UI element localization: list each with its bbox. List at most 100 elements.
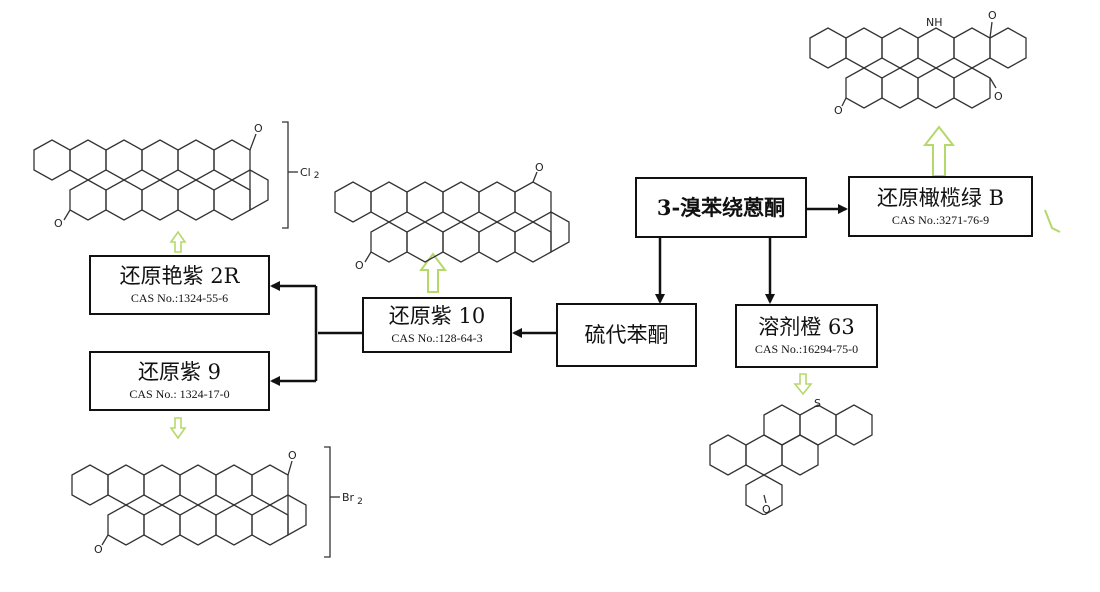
oxygen-label: O xyxy=(994,90,1003,103)
node-name: 硫代苯酮 xyxy=(584,323,669,347)
oxygen-label: O xyxy=(988,9,997,22)
ring-bond xyxy=(917,27,955,69)
ring-bond xyxy=(177,179,215,221)
hollow-arrow-olive-up xyxy=(922,125,956,177)
ring-bond xyxy=(251,464,289,506)
node-cas: CAS No.:1324-55-6 xyxy=(130,291,229,305)
node-cas: CAS No.:16294-75-0 xyxy=(754,342,859,356)
ring-bond xyxy=(781,434,819,476)
oxygen-label: O xyxy=(535,162,544,174)
ring-bond xyxy=(514,221,552,263)
ring-bond xyxy=(478,221,516,263)
hollow-arrow-2r-up xyxy=(169,230,187,253)
structure-olive-green-b: NH O O O xyxy=(809,9,1027,117)
ring-bond xyxy=(763,404,801,446)
node-vat-violet-9: 还原紫 9 CAS No.: 1324-17-0 xyxy=(89,351,270,411)
ring-bond xyxy=(215,464,253,506)
node-bromobenzanthrone: 3-溴苯绕蒽酮 xyxy=(635,177,807,238)
node-name: 还原艳紫 2R xyxy=(119,264,240,288)
node-name: 3-溴苯绕蒽酮 xyxy=(656,194,786,220)
node-name: 还原紫 9 xyxy=(137,360,222,384)
ring-bond xyxy=(287,493,307,537)
ring-bond xyxy=(107,504,145,546)
structure-orange-63: S O xyxy=(709,397,873,515)
ring-bond xyxy=(953,27,991,69)
bracket xyxy=(324,446,331,558)
ring-bond xyxy=(478,181,516,223)
node-cas: CAS No.:128-64-3 xyxy=(391,331,483,345)
decor-mark-right xyxy=(1044,209,1061,233)
ring-bond xyxy=(845,27,883,69)
carbonyl-bond xyxy=(532,171,538,183)
ring-bond xyxy=(845,67,883,109)
ring-bond xyxy=(370,221,408,263)
ring-bond xyxy=(71,464,109,506)
hollow-arrow-9-down xyxy=(169,417,187,440)
structure-violet-10: O O xyxy=(334,162,570,272)
ring-bond xyxy=(881,27,919,69)
ring-bond xyxy=(141,139,179,181)
ring-bond xyxy=(953,67,991,109)
carbonyl-bond xyxy=(989,21,993,39)
ring-bond xyxy=(179,504,217,546)
node-solvent-orange-63: 溶剂橙 63 CAS No.:16294-75-0 xyxy=(735,304,878,368)
carbonyl-bond xyxy=(841,97,847,107)
ring-bond xyxy=(745,474,783,515)
ring-bond xyxy=(105,139,143,181)
hollow-arrow-orange-down xyxy=(793,373,813,396)
ring-bond xyxy=(107,464,145,506)
nh-label: NH xyxy=(926,16,943,29)
oxygen-label: O xyxy=(355,259,364,272)
oxygen-label: O xyxy=(254,122,263,135)
ring-bond xyxy=(745,434,783,476)
ring-bond xyxy=(370,181,408,223)
carbonyl-bond xyxy=(63,209,71,221)
ring-bond xyxy=(550,210,570,254)
node-vat-violet-10: 还原紫 10 CAS No.:128-64-3 xyxy=(362,297,512,353)
carbonyl-bond xyxy=(101,534,109,546)
ring-bond xyxy=(69,139,107,181)
ring-bond xyxy=(105,179,143,221)
oxygen-label: O xyxy=(834,104,843,117)
carbonyl-bond xyxy=(249,133,257,151)
oxygen-label: O xyxy=(288,449,297,462)
ring-bond xyxy=(799,404,837,446)
ring-bond xyxy=(442,181,480,223)
ring-bond xyxy=(143,464,181,506)
ring-bond xyxy=(406,221,444,263)
bracket xyxy=(282,121,289,229)
ring-bond xyxy=(709,434,747,476)
ring-bond xyxy=(213,139,251,181)
carbonyl-bond xyxy=(989,77,997,89)
carbonyl-bond xyxy=(364,251,372,263)
ring-bond xyxy=(143,504,181,546)
node-vat-violet-2r: 还原艳紫 2R CAS No.:1324-55-6 xyxy=(89,255,270,315)
ring-bond xyxy=(442,221,480,263)
ring-bond xyxy=(881,67,919,109)
carbonyl-bond xyxy=(763,494,767,504)
node-vat-olive-green-b: 还原橄榄绿 B CAS No.:3271-76-9 xyxy=(848,176,1033,237)
hollow-arrow-violet10-up xyxy=(419,252,447,293)
node-name: 还原紫 10 xyxy=(388,304,486,328)
node-name: 溶剂橙 63 xyxy=(758,315,855,339)
sulfur-label: S xyxy=(814,397,821,410)
ring-bond xyxy=(179,464,217,506)
ring-bond xyxy=(835,404,873,446)
ring-bond xyxy=(213,179,251,221)
ring-bond xyxy=(69,179,107,221)
node-cas: CAS No.:3271-76-9 xyxy=(891,212,990,227)
ring-bond xyxy=(141,179,179,221)
ring-bond xyxy=(989,27,1027,69)
ring-bond xyxy=(215,504,253,546)
ring-bond xyxy=(334,181,372,223)
oxygen-label: O xyxy=(54,217,63,230)
ring-bond xyxy=(33,139,71,181)
oxygen-label: O xyxy=(762,503,771,515)
ring-bond xyxy=(809,27,847,69)
ring-bond xyxy=(514,181,552,223)
